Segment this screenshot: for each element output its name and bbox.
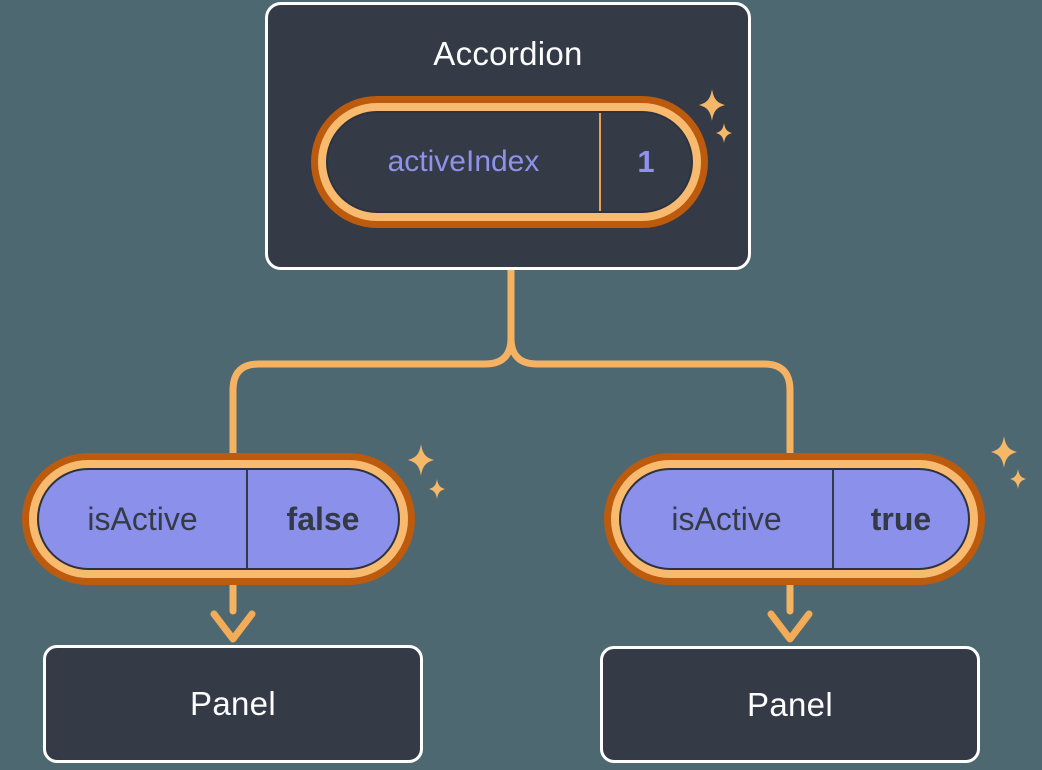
state-pill-body: activeIndex 1 <box>326 111 693 213</box>
prop-pill-isactive-false: isActive false <box>22 453 415 585</box>
prop-pill-body: isActive true <box>619 468 970 570</box>
panel-title: Panel <box>747 685 833 723</box>
sparkle-icon <box>991 436 1026 489</box>
prop-pill-divider <box>832 470 834 568</box>
panel-box-right: Panel <box>600 646 980 763</box>
state-pill-value: 1 <box>637 144 655 179</box>
state-pill-label: activeIndex <box>387 145 540 178</box>
prop-pill-label: isActive <box>87 500 198 537</box>
prop-pill-body: isActive false <box>37 468 400 570</box>
state-pill: activeIndex 1 <box>311 96 708 228</box>
prop-pill-isactive-true: isActive true <box>604 453 985 585</box>
accordion-title: Accordion <box>433 35 583 72</box>
sparkle-icon <box>699 89 732 143</box>
prop-pill-ring: isActive false <box>29 460 408 578</box>
prop-pill-ring: isActive true <box>611 460 978 578</box>
panel-title: Panel <box>190 685 276 722</box>
prop-pill-value: false <box>286 500 360 537</box>
prop-pill-label: isActive <box>671 500 782 537</box>
arrow-down-icon <box>767 610 813 643</box>
state-pill-ring: activeIndex 1 <box>318 103 701 221</box>
prop-pill-value: true <box>870 500 932 537</box>
arrow-down-icon <box>210 610 256 643</box>
panel-box-left: Panel <box>43 645 423 763</box>
state-pill-divider <box>599 113 601 211</box>
sparkle-icon <box>408 444 445 499</box>
